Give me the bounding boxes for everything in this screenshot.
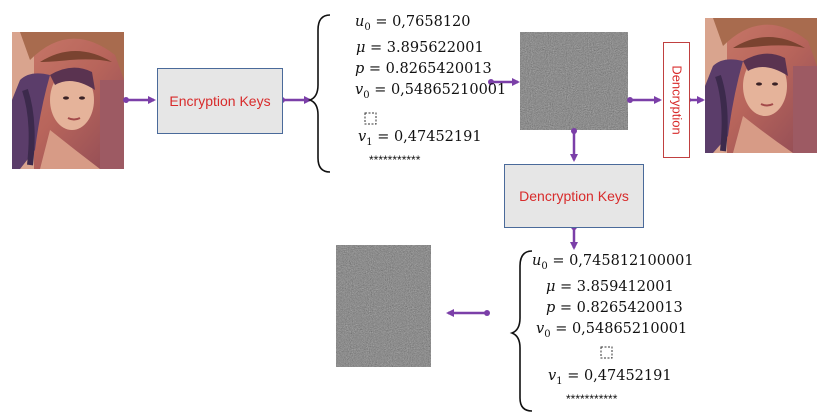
key-u0-top: u0 = 0,7658120 (355, 14, 471, 33)
decryption-keys-box: Dencryption Keys (504, 164, 644, 228)
arrow-encryption-to-keys (279, 96, 312, 104)
brace-top (307, 14, 331, 173)
ellipsis-box-bottom (600, 346, 613, 359)
arrow-input-to-encryption (123, 96, 156, 104)
key-u0-bottom: u0 = 0,745812100001 (532, 253, 694, 272)
key-mu-bottom: μ = 3.859412001 (546, 278, 674, 295)
input-image (12, 32, 124, 169)
decryption-label: Dencryption (669, 65, 684, 135)
encryption-keys-label: Encryption Keys (169, 93, 271, 109)
key-v0-bottom: v0 = 0,54865210001 (536, 320, 688, 340)
brace-bottom (509, 250, 533, 412)
key-p-bottom: p = 0.8265420013 (546, 299, 683, 316)
ellipsis-box-top (364, 112, 377, 125)
arrow-bottom-keys-to-encrypted (446, 309, 490, 317)
output-image (705, 18, 817, 154)
keys-top: u0 = 0,7658120 μ = 3.895622001 p = 0.826… (355, 12, 506, 167)
decryption-box: Dencryption (663, 42, 690, 158)
encryption-keys-box: Encryption Keys (157, 68, 283, 134)
key-v0-top: v0 = 0,54865210001 (355, 81, 507, 101)
decryption-keys-label: Dencryption Keys (519, 188, 629, 204)
encrypted-image-bottom (336, 245, 431, 367)
keys-bottom: u0 = 0,745812100001 μ = 3.859412001 p = … (532, 251, 694, 406)
key-mu-top: μ = 3.895622001 (356, 39, 484, 56)
arrow-keys-to-encrypted (488, 78, 520, 86)
stars-bottom: *********** (566, 391, 618, 406)
key-v1-top: v1 = 0,47452191 (358, 128, 482, 148)
arrow-encrypted-to-decryption-keys (570, 128, 578, 162)
arrow-encrypted-to-decryption (627, 96, 662, 104)
stars-top: *********** (369, 152, 421, 167)
key-v1-bottom: v1 = 0,47452191 (548, 367, 672, 387)
key-p-top: p = 0.8265420013 (355, 60, 492, 77)
encrypted-image-top (520, 32, 628, 130)
